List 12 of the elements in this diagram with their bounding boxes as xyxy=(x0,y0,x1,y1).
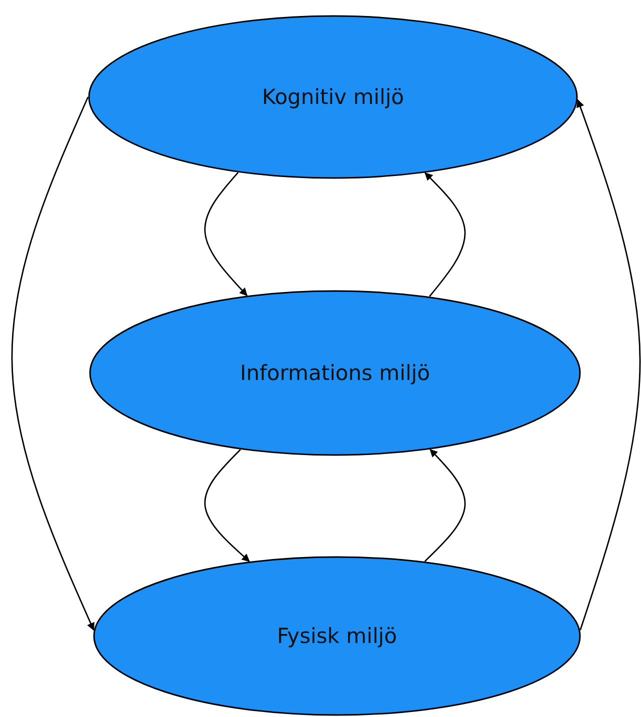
arrow xyxy=(204,172,248,296)
node-label: Fysisk miljö xyxy=(277,624,397,648)
ellipse-node xyxy=(93,556,581,716)
ellipse-node xyxy=(88,15,578,179)
arrow xyxy=(424,448,466,562)
node-label: Kognitiv miljö xyxy=(262,85,404,109)
arrow xyxy=(11,96,94,631)
ellipse-node xyxy=(89,290,581,456)
node-label: Informations miljö xyxy=(240,361,430,385)
arrow xyxy=(204,449,250,562)
arrow xyxy=(424,172,466,297)
arrow xyxy=(576,99,641,630)
